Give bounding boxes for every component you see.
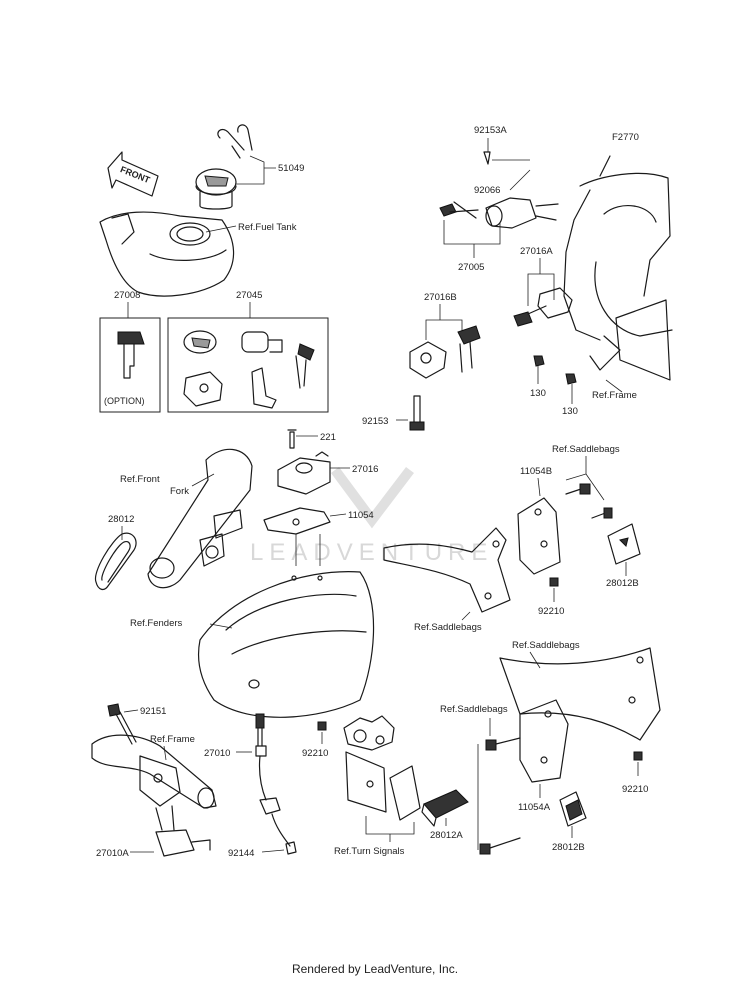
label-ref-saddlebags-3: Ref.Saddlebags bbox=[512, 640, 580, 651]
label-27016b: 27016B bbox=[424, 292, 457, 303]
label-92066: 92066 bbox=[474, 185, 500, 196]
label-27045: 27045 bbox=[236, 290, 262, 301]
label-ref-frame-bottom: Ref.Frame bbox=[150, 734, 195, 745]
watermark-text: LEADVENTURE bbox=[250, 539, 493, 566]
label-11054a: 11054A bbox=[518, 802, 551, 813]
label-ref-front-fork-1: Ref.Front bbox=[120, 474, 160, 485]
bolt-92151 bbox=[107, 703, 137, 745]
label-11054b: 11054B bbox=[520, 466, 552, 477]
box-27008 bbox=[99, 317, 161, 413]
frame-bottom bbox=[91, 734, 217, 857]
label-ref-saddlebags-2: Ref.Saddlebags bbox=[414, 622, 482, 633]
reflector-28012a bbox=[421, 789, 469, 827]
label-28012b-top: 28012B bbox=[606, 578, 639, 589]
watermark: LEADVENTURE bbox=[250, 466, 493, 566]
front-fork bbox=[147, 448, 253, 589]
label-92144: 92144 bbox=[228, 848, 254, 859]
lock-27016 bbox=[277, 451, 331, 495]
front-arrow-text: FRONT bbox=[119, 164, 152, 185]
label-27010: 27010 bbox=[204, 748, 230, 759]
fuel-cap-keys bbox=[195, 124, 253, 210]
bolt-130a bbox=[533, 355, 545, 367]
fuel-tank bbox=[99, 211, 235, 297]
label-ref-saddlebags-1: Ref.Saddlebags bbox=[552, 444, 620, 455]
label-27010a: 27010A bbox=[96, 848, 129, 859]
bolt-92153 bbox=[409, 395, 425, 431]
label-28012b-bottom: 28012B bbox=[552, 842, 585, 853]
label-ref-front-fork-2: Fork bbox=[170, 486, 189, 497]
bolts-right bbox=[479, 737, 521, 855]
reflector-28012b-top bbox=[607, 523, 641, 565]
option-label: (OPTION) bbox=[104, 396, 145, 406]
rear-fender bbox=[197, 571, 375, 718]
label-27008: 27008 bbox=[114, 290, 140, 301]
footer-credit: Rendered by LeadVenture, Inc. bbox=[291, 962, 459, 976]
label-130b: 130 bbox=[562, 406, 578, 417]
box-27045 bbox=[167, 317, 329, 413]
label-92151: 92151 bbox=[140, 706, 166, 717]
reflector-28012 bbox=[94, 532, 137, 591]
label-92210-left: 92210 bbox=[302, 748, 328, 759]
label-ref-turn-signals: Ref.Turn Signals bbox=[334, 846, 405, 857]
reflector-28012b-bottom bbox=[559, 791, 587, 827]
label-27016: 27016 bbox=[352, 464, 378, 475]
front-arrow: FRONT bbox=[107, 151, 159, 197]
label-92210-right: 92210 bbox=[622, 784, 648, 795]
frame-top bbox=[563, 155, 673, 381]
saddlebag-stay-mid bbox=[383, 497, 561, 613]
label-221: 221 bbox=[320, 432, 336, 443]
saddlebag-stay-right bbox=[499, 647, 661, 783]
label-ref-fenders: Ref.Fenders bbox=[130, 618, 183, 629]
turn-signal-bracket bbox=[343, 715, 421, 821]
bolts-mid bbox=[565, 483, 613, 519]
bolt-130b bbox=[565, 373, 577, 385]
option-key bbox=[117, 331, 145, 379]
lock-27016b bbox=[409, 325, 481, 379]
label-92153a: 92153A bbox=[474, 125, 507, 136]
label-92210-mid: 92210 bbox=[538, 606, 564, 617]
label-130a: 130 bbox=[530, 388, 546, 399]
label-28012: 28012 bbox=[108, 514, 134, 525]
label-ref-frame-top: Ref.Frame bbox=[592, 390, 637, 401]
label-ref-fuel-tank: Ref.Fuel Tank bbox=[238, 222, 297, 233]
plate-11054 bbox=[263, 507, 331, 535]
label-28012a: 28012A bbox=[430, 830, 463, 841]
label-51049: 51049 bbox=[278, 163, 304, 174]
wire-27010 bbox=[255, 713, 297, 855]
ignition-switch bbox=[439, 197, 559, 229]
nut-92210-right bbox=[633, 751, 643, 761]
label-92153: 92153 bbox=[362, 416, 388, 427]
nut-92210-mid bbox=[549, 577, 559, 587]
nut-92210-left bbox=[317, 721, 327, 731]
lock-27016a bbox=[513, 287, 573, 327]
label-ref-saddlebags-4: Ref.Saddlebags bbox=[440, 704, 508, 715]
label-11054: 11054 bbox=[348, 510, 374, 521]
lock-set bbox=[183, 330, 315, 409]
figure-code: F2770 bbox=[612, 132, 639, 143]
label-27005: 27005 bbox=[458, 262, 484, 273]
label-27016a: 27016A bbox=[520, 246, 553, 257]
